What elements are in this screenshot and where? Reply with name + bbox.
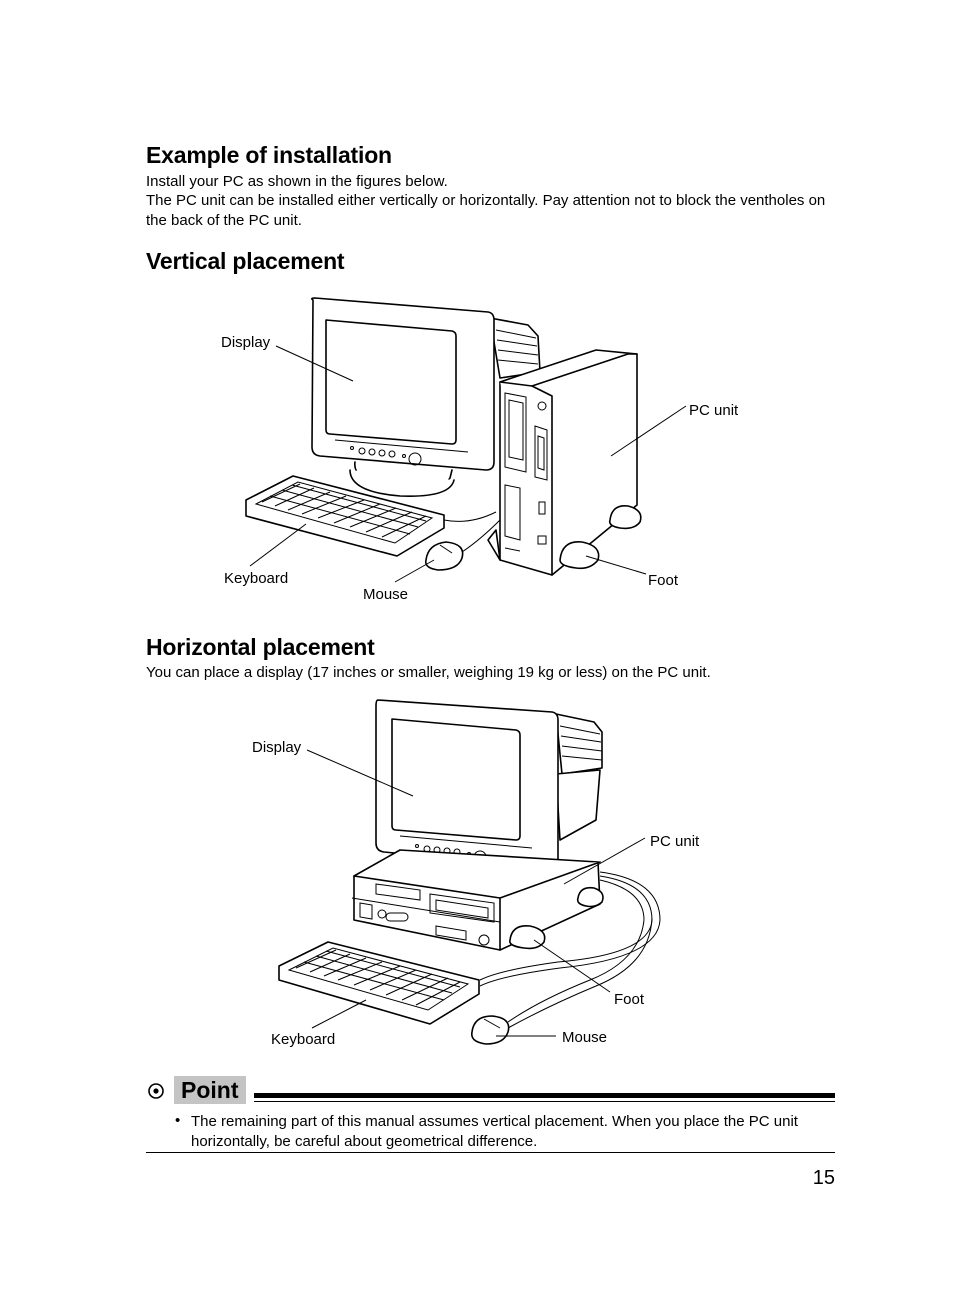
- installation-note: The PC unit can be installed either vert…: [146, 192, 826, 229]
- vertical-pc-unit-label: PC unit: [689, 402, 739, 419]
- page-number: 15: [812, 1167, 835, 1189]
- installation-intro: Install your PC as shown in the figures …: [146, 173, 448, 190]
- point-bullet: •: [175, 1112, 181, 1129]
- vertical-mouse-label: Mouse: [363, 586, 409, 603]
- point-bottom-rule: [146, 1152, 835, 1153]
- point-rule-thin: [254, 1101, 835, 1102]
- horizontal-display-label: Display: [252, 739, 302, 756]
- vertical-foot-label: Foot: [648, 572, 679, 589]
- horizontal-placement-description: You can place a display (17 inches or sm…: [146, 664, 711, 681]
- target-icon: [148, 1083, 164, 1099]
- vertical-display-label: Display: [221, 334, 271, 351]
- vertical-placement-heading: Vertical placement: [146, 248, 345, 274]
- horizontal-placement-heading: Horizontal placement: [146, 634, 375, 660]
- horizontal-pc-unit-label: PC unit: [650, 833, 700, 850]
- installation-heading: Example of installation: [146, 142, 392, 168]
- point-rule-thick: [254, 1093, 835, 1098]
- horizontal-keyboard-label: Keyboard: [271, 1031, 336, 1048]
- point-text: The remaining part of this manual assume…: [191, 1113, 798, 1150]
- point-heading: Point: [181, 1077, 239, 1103]
- horizontal-mouse-label: Mouse: [562, 1029, 608, 1046]
- vertical-keyboard-label: Keyboard: [224, 570, 289, 587]
- horizontal-foot-label: Foot: [614, 991, 645, 1008]
- point-label-background: [174, 1076, 246, 1104]
